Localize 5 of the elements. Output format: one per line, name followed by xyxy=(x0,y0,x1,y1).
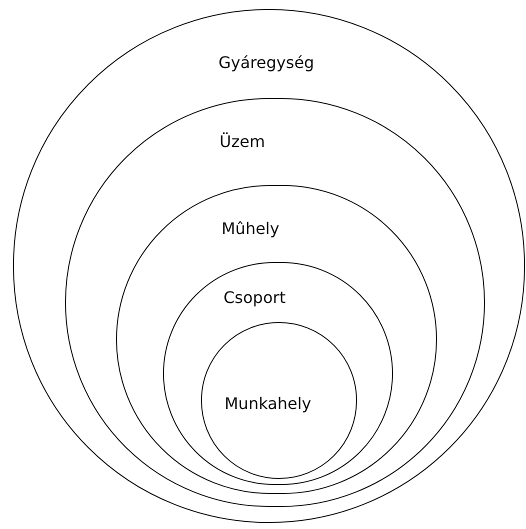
circle-label: Mûhely xyxy=(222,218,280,238)
circle-label: Gyáregység xyxy=(218,52,314,72)
circle-label: Munkahely xyxy=(224,394,312,414)
circle-label: Üzem xyxy=(220,132,266,152)
circle-label: Csoport xyxy=(224,288,286,308)
